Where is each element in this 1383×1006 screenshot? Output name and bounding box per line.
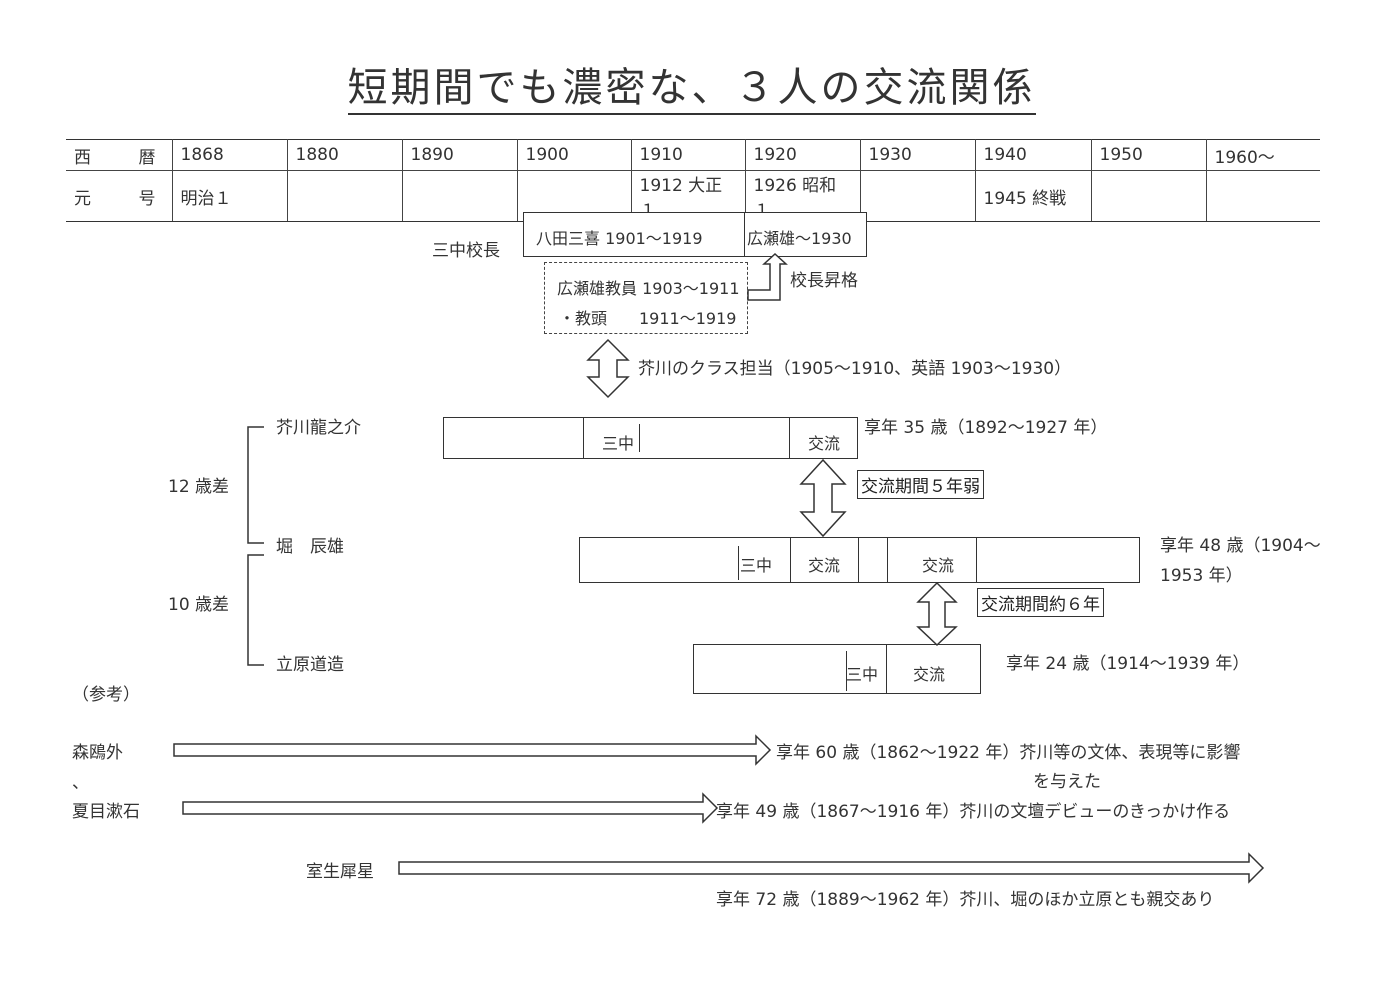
segment-school: 三中 (740, 556, 773, 575)
bar-divider (738, 546, 739, 580)
exchange-period-1: 交流期間５年弱 (857, 470, 984, 499)
bar-divider (789, 418, 790, 458)
double-arrow-class (586, 338, 630, 399)
table-cell: 1880 (286, 139, 403, 171)
table-cell (286, 170, 403, 222)
soseki-text: 享年 49 歳（1867〜1916 年）芥川の文壇デビューのきっかけ作る (716, 802, 1231, 822)
arrow-saisei (398, 852, 1265, 884)
teacher-line-2: ・教頭 1911〜1919 (559, 309, 737, 328)
age-gap-1: 12 歳差 (168, 477, 230, 497)
bar-divider (790, 538, 791, 582)
principal-label: 三中校長 (432, 241, 500, 261)
table-cell: 明治１ (171, 170, 288, 222)
arrow-soseki (182, 792, 719, 824)
arrow-ogai (173, 734, 772, 766)
life-hori-line-2: 1953 年） (1160, 566, 1243, 586)
life-hori-line-1: 享年 48 歳（1904〜 (1160, 536, 1321, 556)
bar-divider (583, 418, 584, 458)
ogai-text-line-1: 享年 60 歳（1862〜1922 年）芥川等の文体、表現等に影響 (776, 743, 1241, 763)
bar-divider (639, 424, 640, 452)
bracket-akutagawa-hori (247, 426, 264, 544)
segment-exchange: 交流 (808, 556, 841, 575)
table-cell (1205, 170, 1320, 222)
principal-box-hatta-text: 八田三喜 1901〜1919 (536, 229, 703, 248)
bar-divider (846, 651, 847, 691)
teacher-box: 広瀬雄教員 1903〜1911 ・教頭 1911〜1919 (544, 262, 748, 334)
name-ogai: 森鴎外 (72, 743, 123, 763)
promotion-label: 校長昇格 (790, 271, 858, 291)
age-gap-2: 10 歳差 (168, 595, 230, 615)
table-cell (859, 170, 976, 222)
row-header: 元号 (66, 170, 173, 222)
class-note: 芥川のクラス担当（1905〜1910、英語 1903〜1930） (638, 359, 1072, 379)
segment-school: 三中 (846, 665, 879, 684)
teacher-line-1: 広瀬雄教員 1903〜1911 (557, 279, 740, 298)
segment-school: 三中 (602, 434, 635, 453)
table-cell: 1950 (1090, 139, 1207, 171)
name-soseki: 夏目漱石 (72, 802, 140, 822)
segment-exchange: 交流 (913, 665, 946, 684)
table-row: 元号 明治１ 1912 大正１ 1926 昭和１ 1945 終戦 (66, 170, 1320, 222)
life-tachihara: 享年 24 歳（1914〜1939 年） (1006, 654, 1250, 674)
ogai-text-line-2: を与えた (1033, 772, 1101, 792)
life-akutagawa: 享年 35 歳（1892〜1927 年） (864, 418, 1108, 438)
row-header: 西暦 (66, 139, 173, 171)
page-title: 短期間でも濃密な、３人の交流関係 (0, 55, 1383, 115)
table-cell: 1945 終戦 (974, 170, 1092, 222)
principal-box-hirose: 広瀬雄〜1930 (744, 212, 867, 257)
lifebar-hori: 三中 交流 交流 (579, 537, 1140, 583)
name-akutagawa: 芥川龍之介 (276, 418, 361, 438)
bracket-hori-tachihara (247, 554, 264, 666)
lifebar-akutagawa: 三中 交流 (443, 417, 858, 459)
name-tachihara: 立原道造 (276, 655, 344, 675)
segment-exchange: 交流 (808, 434, 841, 453)
principal-box-hatta: 八田三喜 1901〜1919 (523, 212, 746, 257)
table-cell (401, 170, 518, 222)
table-row: 西暦 1868 1880 1890 1900 1910 1920 1930 19… (66, 139, 1320, 171)
name-saisei: 室生犀星 (306, 862, 374, 882)
bar-divider (976, 538, 977, 582)
principal-box-hirose-text: 広瀬雄〜1930 (747, 229, 852, 248)
promotion-arrow (747, 252, 788, 301)
double-arrow-exchange-1 (799, 458, 847, 538)
double-arrow-exchange-2 (916, 581, 958, 647)
segment-exchange: 交流 (922, 556, 955, 575)
table-cell: 1940 (974, 139, 1092, 171)
saisei-text: 享年 72 歳（1889〜1962 年）芥川、堀のほか立原とも親交あり (716, 890, 1215, 910)
table-cell: 1910 (630, 139, 746, 171)
bar-divider (887, 538, 888, 582)
bar-divider (858, 538, 859, 582)
ogai-mark: 、 (72, 773, 89, 793)
exchange-period-2: 交流期間約６年 (977, 588, 1104, 617)
lifebar-tachihara: 三中 交流 (693, 644, 981, 694)
era-table: 西暦 1868 1880 1890 1900 1910 1920 1930 19… (66, 139, 1320, 222)
name-hori: 堀 辰雄 (276, 537, 344, 557)
reference-label: （参考） (72, 685, 140, 705)
bar-divider (886, 645, 887, 693)
